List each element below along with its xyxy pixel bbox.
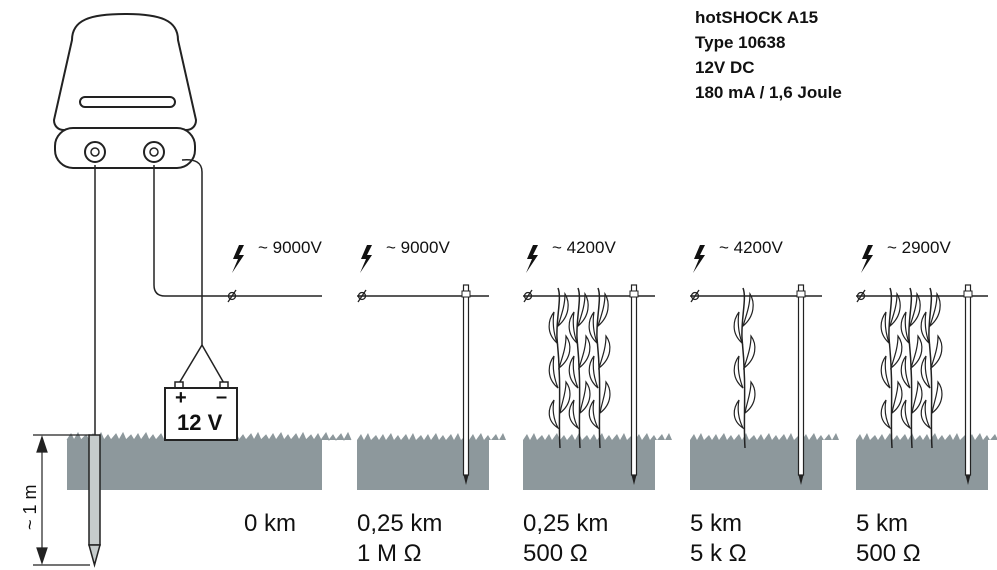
distance-label: 0,25 km — [523, 510, 609, 537]
fence-terminal-knob — [143, 141, 165, 163]
voltage-label: ~ 4200V — [552, 238, 616, 257]
ground-panel-4 — [690, 433, 839, 490]
lightning-icon — [693, 245, 705, 273]
voltage-label: ~ 9000V — [258, 238, 322, 257]
line-start-markers — [227, 289, 866, 303]
device-name: hotSHOCK A15 — [695, 8, 819, 27]
device-supply: 12V DC — [695, 58, 755, 77]
battery-minus: – — [216, 386, 228, 408]
ground-panel-3 — [523, 433, 672, 490]
ground-panel-2 — [357, 433, 506, 490]
energizer-unit — [52, 12, 198, 169]
device-type: Type 10638 — [695, 33, 786, 52]
fence-post — [963, 284, 973, 486]
resistance-label: 500 Ω — [523, 540, 588, 567]
lightning-icon — [526, 245, 538, 273]
battery-label: 12 V — [177, 410, 223, 435]
resistance-label: 5 k Ω — [690, 540, 747, 567]
fence-post — [629, 284, 639, 486]
battery-plus: + — [175, 387, 187, 409]
voltage-label: ~ 9000V — [386, 238, 450, 257]
voltage-label: ~ 4200V — [719, 238, 783, 257]
vegetation — [548, 287, 943, 449]
ground-panel-5 — [856, 433, 997, 490]
ground-panel-1 — [66, 431, 352, 490]
resistance-label: 1 M Ω — [357, 540, 422, 567]
device-output: 180 mA / 1,6 Joule — [695, 83, 842, 102]
lightning-icon — [232, 245, 244, 273]
resistance-label: 500 Ω — [856, 540, 921, 567]
lightning-icon — [861, 245, 873, 273]
fence-post — [461, 284, 471, 486]
wiring — [94, 159, 230, 435]
voltage-label: ~ 2900V — [887, 238, 951, 257]
distance-label: 5 km — [856, 510, 909, 537]
distance-label: 5 km — [690, 510, 743, 537]
lightning-icon — [360, 245, 372, 273]
battery — [164, 381, 238, 441]
depth-dimension — [33, 434, 90, 566]
depth-label: ~ 1 m — [20, 484, 40, 530]
distance-label: 0 km — [244, 510, 297, 537]
ground-panels — [66, 431, 997, 490]
ground-rod — [88, 434, 101, 568]
fence-post — [796, 284, 806, 486]
distance-label: 0,25 km — [357, 510, 443, 537]
ground-terminal-knob — [84, 141, 106, 163]
